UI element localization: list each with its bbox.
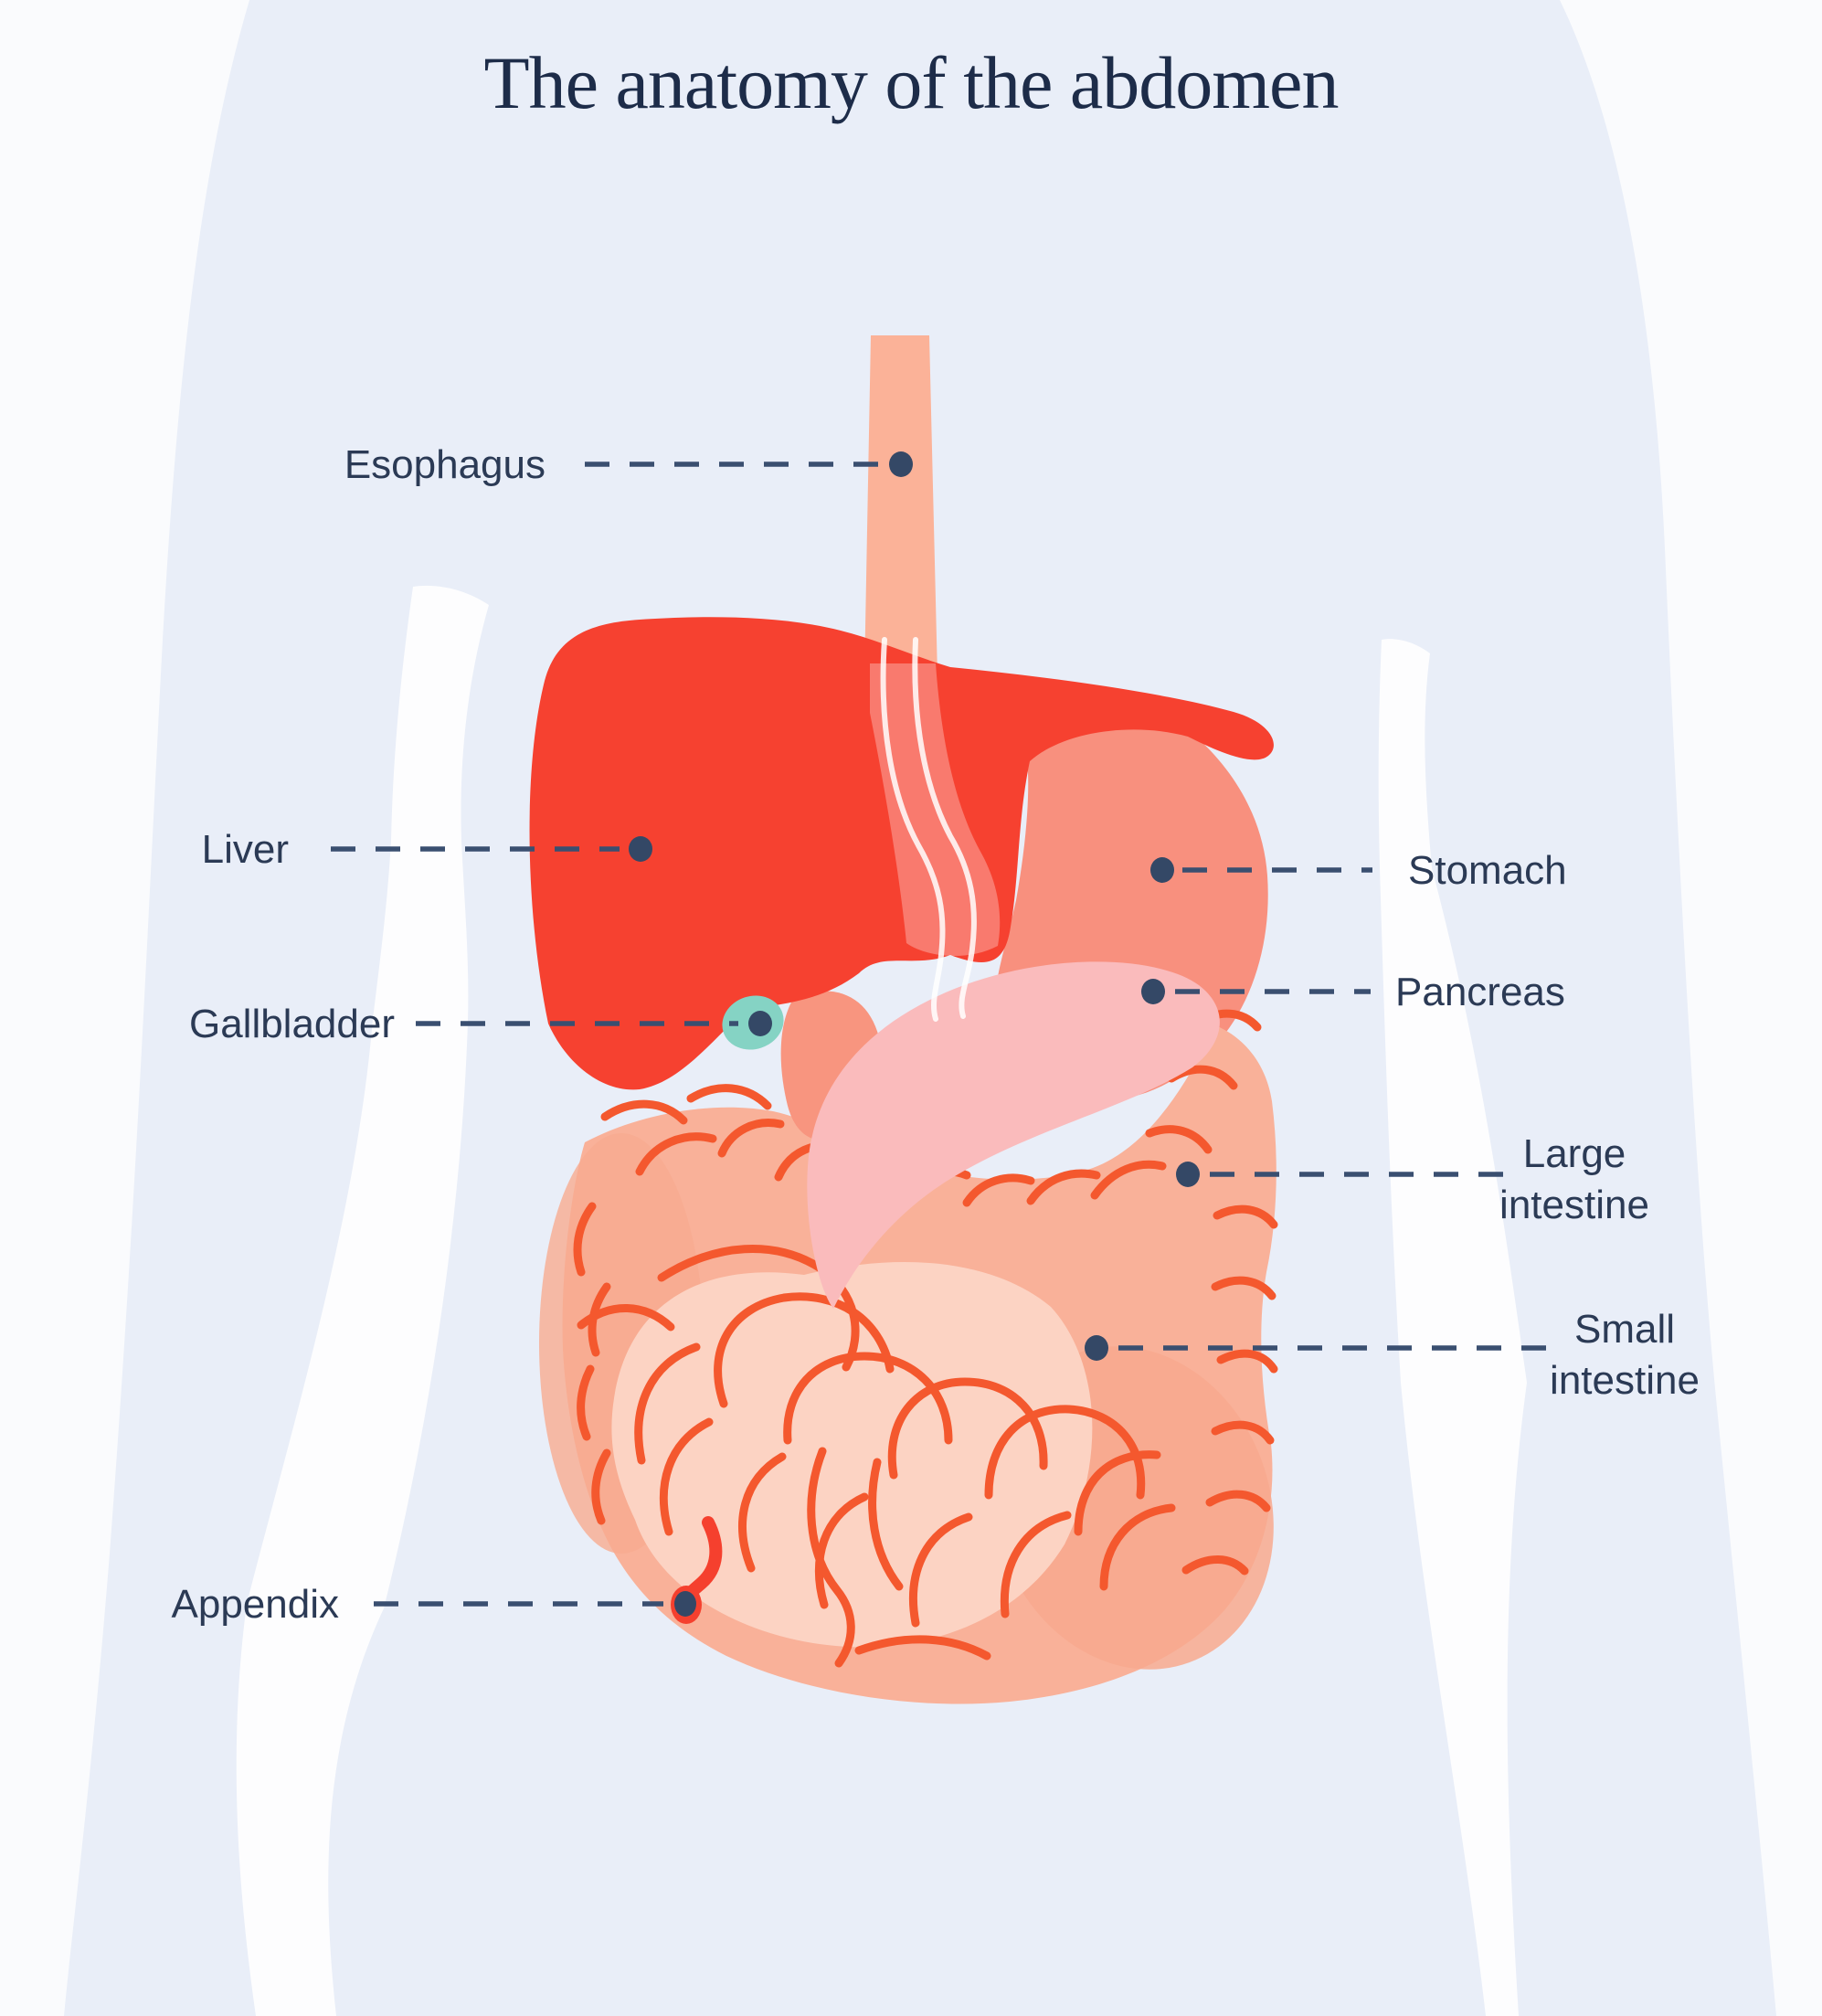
gallbladder-marker-dot bbox=[748, 1011, 772, 1036]
large-intestine-marker-dot bbox=[1176, 1162, 1200, 1187]
label-esophagus: Esophagus bbox=[344, 442, 546, 487]
pancreas-shape bbox=[807, 961, 1220, 1309]
esophagus-marker-dot bbox=[889, 451, 913, 477]
cardia-edge-line-left bbox=[880, 637, 946, 1022]
label-appendix: Appendix bbox=[171, 1582, 339, 1627]
page-title: The anatomy of the abdomen bbox=[483, 41, 1340, 124]
label-large-intestine: Large intestine bbox=[1499, 1131, 1649, 1227]
cardia-edge-line-right bbox=[912, 637, 977, 1019]
label-liver: Liver bbox=[201, 827, 289, 872]
esophagus-shape bbox=[864, 335, 937, 676]
pancreas-marker-dot bbox=[1141, 979, 1165, 1004]
appendix-marker-dot bbox=[674, 1591, 696, 1617]
stomach-marker-dot bbox=[1150, 857, 1174, 883]
label-pancreas: Pancreas bbox=[1395, 970, 1565, 1014]
liver-marker-dot bbox=[629, 836, 652, 862]
small-intestine-light-area bbox=[611, 1261, 1093, 1648]
small-intestine-marker-dot bbox=[1085, 1335, 1108, 1361]
label-small-intestine: Small intestine bbox=[1550, 1307, 1700, 1403]
right-arm-gap bbox=[1378, 639, 1527, 2016]
left-arm-gap bbox=[236, 585, 489, 2016]
label-stomach: Stomach bbox=[1408, 848, 1567, 893]
liver-shape bbox=[529, 617, 1274, 1090]
label-gallbladder: Gallbladder bbox=[188, 1002, 395, 1046]
